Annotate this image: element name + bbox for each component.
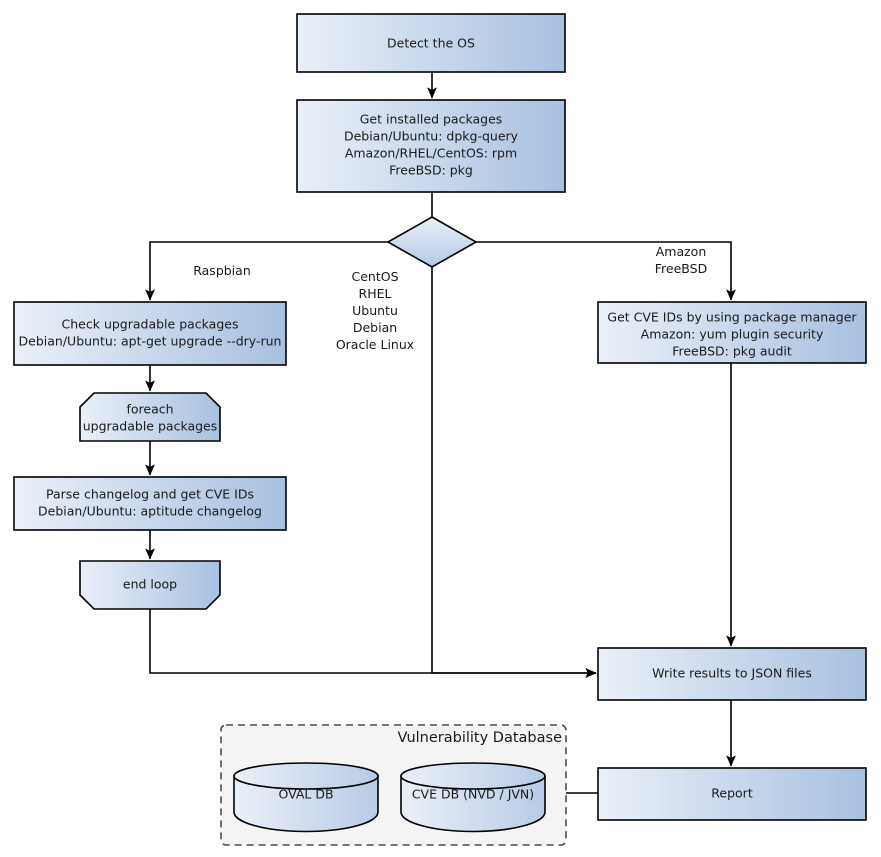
- branch-label-freebsd: FreeBSD: [655, 261, 707, 276]
- get-installed-packages-box[interactable]: [296, 99, 566, 193]
- node-detect-os[interactable]: Detect the OS: [296, 13, 566, 73]
- detect-os-label: Detect the OS: [387, 36, 475, 51]
- node-parse-changelog[interactable]: Parse changelog and get CVE IDs Debian/U…: [13, 476, 287, 531]
- edge-endloop-to-write: [149, 609, 597, 678]
- branch-label-ubuntu: Ubuntu: [352, 303, 398, 318]
- end-loop-label: end loop: [123, 577, 177, 592]
- write-results-box[interactable]: [597, 647, 867, 701]
- cve-db-top: [400, 762, 546, 790]
- branch-labels: Raspbian CentOS RHEL Ubuntu Debian Oracl…: [193, 244, 707, 352]
- get-cve-line-3: FreeBSD: pkg audit: [672, 344, 792, 359]
- oval-db-top: [233, 762, 379, 790]
- parse-changelog-line-1: Parse changelog and get CVE IDs: [46, 487, 254, 502]
- oval-db-body: [233, 775, 379, 833]
- get-packages-line-4: FreeBSD: pkg: [389, 163, 473, 178]
- foreach-line-1: foreach: [126, 402, 173, 417]
- node-check-upgradable-packages[interactable]: Check upgradable packages Debian/Ubuntu:…: [13, 301, 287, 366]
- write-results-label: Write results to JSON files: [652, 666, 812, 681]
- foreach-line-2: upgradable packages: [83, 419, 218, 434]
- oval-db-cylinder: OVAL DB: [233, 762, 379, 833]
- branch-label-amazon: Amazon: [656, 244, 707, 259]
- branch-label-oracle-linux: Oracle Linux: [336, 337, 414, 352]
- branch-label-raspbian: Raspbian: [193, 263, 251, 278]
- node-foreach-loop-start[interactable]: foreach upgradable packages: [79, 392, 221, 442]
- report-box[interactable]: [597, 767, 867, 821]
- end-loop-shape[interactable]: [79, 560, 221, 610]
- edge-decision-middle-linux: [431, 267, 597, 678]
- node-write-results[interactable]: Write results to JSON files: [597, 647, 867, 701]
- node-os-decision[interactable]: [386, 216, 478, 268]
- node-get-installed-packages[interactable]: Get installed packages Debian/Ubuntu: dp…: [296, 99, 566, 193]
- os-decision-diamond[interactable]: [386, 216, 478, 268]
- cve-db-label: CVE DB (NVD / JVN): [412, 787, 534, 802]
- node-get-cve-ids[interactable]: Get CVE IDs by using package manager Ama…: [597, 301, 867, 364]
- get-packages-line-1: Get installed packages: [360, 112, 503, 127]
- get-cve-line-2: Amazon: yum plugin security: [641, 327, 824, 342]
- parse-changelog-box[interactable]: [13, 476, 287, 531]
- node-report[interactable]: Report: [597, 767, 867, 821]
- parse-changelog-line-2: Debian/Ubuntu: aptitude changelog: [38, 504, 262, 519]
- get-packages-line-2: Debian/Ubuntu: dpkg-query: [344, 129, 519, 144]
- vulnerability-database-group: Vulnerability Database OVAL DB CVE DB (N…: [220, 724, 567, 846]
- get-cve-line-1: Get CVE IDs by using package manager: [607, 310, 857, 325]
- branch-label-rhel: RHEL: [359, 286, 392, 301]
- report-label: Report: [711, 786, 753, 801]
- cve-db-body: [400, 775, 546, 833]
- branch-label-centos: CentOS: [351, 269, 398, 284]
- foreach-loop-shape[interactable]: [79, 392, 221, 442]
- group-title-label: Vulnerability Database: [398, 730, 563, 746]
- detect-os-box[interactable]: [296, 13, 566, 73]
- get-cve-ids-box[interactable]: [597, 301, 867, 364]
- oval-db-label: OVAL DB: [278, 787, 333, 802]
- branch-label-debian: Debian: [353, 320, 397, 335]
- get-packages-line-3: Amazon/RHEL/CentOS: rpm: [345, 146, 517, 161]
- edge-decision-right-amazon-freebsd: [476, 241, 736, 301]
- cve-db-cylinder: CVE DB (NVD / JVN): [400, 762, 546, 833]
- node-end-loop[interactable]: end loop: [79, 560, 221, 610]
- check-upgradable-line-2: Debian/Ubuntu: apt-get upgrade --dry-run: [19, 334, 282, 349]
- check-upgradable-box[interactable]: [13, 301, 287, 366]
- edge-decision-left-raspbian: [145, 241, 388, 301]
- check-upgradable-line-1: Check upgradable packages: [62, 317, 239, 332]
